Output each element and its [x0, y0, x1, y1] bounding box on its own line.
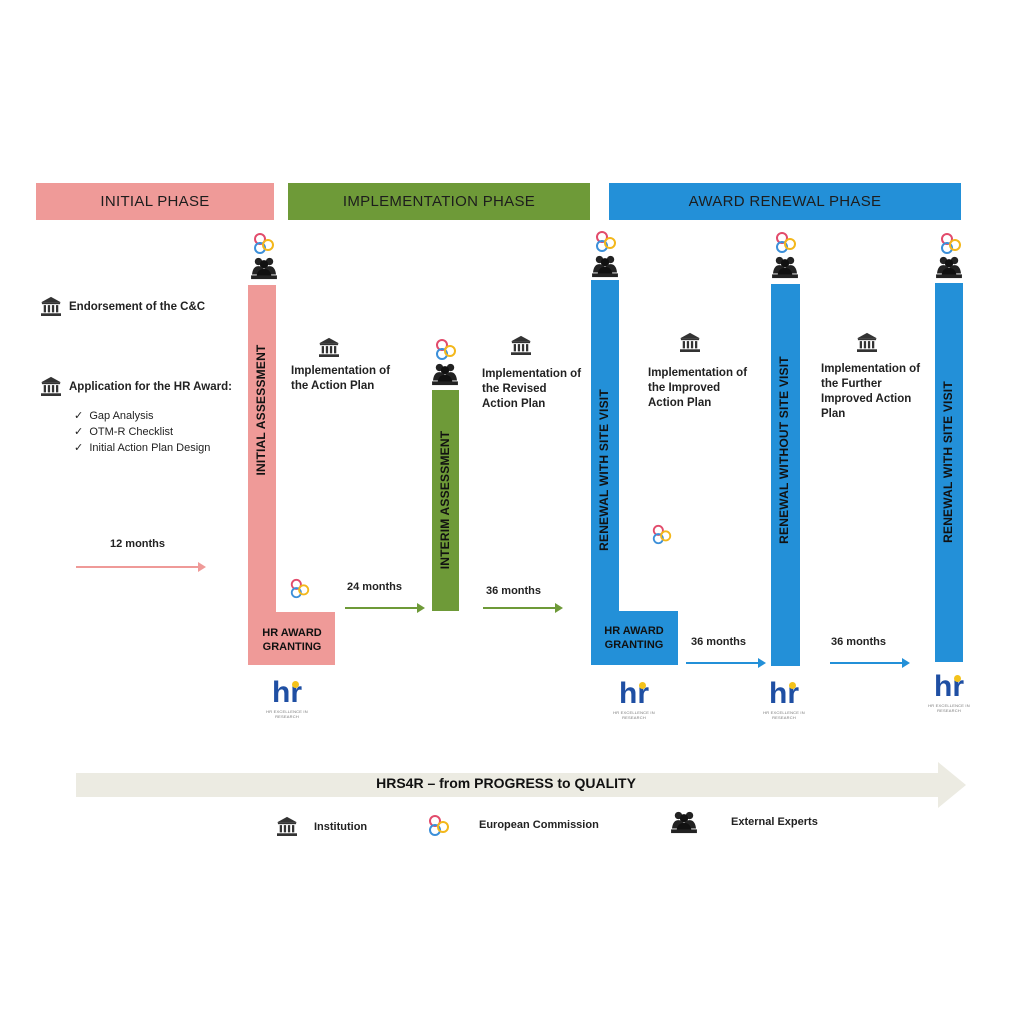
renewal-site-visit-bar	[591, 280, 619, 665]
initial-phase-label: INITIAL PHASE	[100, 193, 210, 210]
endorsement-label: Endorsement of the C&C	[69, 301, 206, 313]
application-label: Application for the HR Award:	[69, 381, 232, 393]
timeline-arrow	[830, 658, 910, 668]
duration-label: 36 months	[486, 585, 542, 597]
duration-label: 36 months	[831, 636, 887, 648]
commission-icon	[939, 232, 963, 256]
logo-dot	[292, 681, 299, 688]
commission-icon	[774, 231, 798, 255]
hr-excellence-logo: hr HR EXCELLENCE IN RESEARCH	[928, 670, 970, 714]
application-checklist: ✓ Gap Analysis ✓ OTM-R Checklist ✓ Initi…	[74, 408, 210, 456]
renewal-site-visit-label-2: RENEWAL WITH SITE VISIT	[941, 381, 955, 543]
renewal-no-site-visit-label: RENEWAL WITHOUT SITE VISIT	[777, 356, 791, 544]
experts-icon	[431, 362, 459, 386]
experts-icon	[771, 255, 799, 279]
initial-phase-header: INITIAL PHASE	[36, 183, 274, 220]
logo-dot	[639, 682, 646, 689]
institution-icon	[40, 376, 62, 396]
checklist-item: ✓ Initial Action Plan Design	[74, 442, 211, 454]
experts-icon	[591, 254, 619, 278]
second-grant-block	[591, 611, 678, 665]
implementation-phase-label: IMPLEMENTATION PHASE	[342, 193, 536, 210]
implementation-further-label: Implementation of the Further Improved A…	[821, 363, 921, 420]
institution-icon	[679, 332, 701, 352]
implementation-phase-header: IMPLEMENTATION PHASE	[288, 183, 590, 220]
duration-label: 24 months	[347, 581, 403, 593]
experts-icon	[935, 255, 963, 279]
commission-icon	[289, 578, 311, 600]
timeline-arrow	[483, 603, 563, 613]
hr-award-granting-label: HR AWARD GRANTING	[262, 627, 322, 653]
checklist-item: ✓ OTM-R Checklist	[74, 426, 174, 438]
logo-dot	[789, 682, 796, 689]
hr-excellence-logo: hr HR EXCELLENCE IN RESEARCH	[763, 677, 805, 721]
renewal-no-site-visit-bar	[771, 284, 800, 666]
legend-experts-label: External Experts	[731, 816, 818, 828]
commission-icon	[651, 524, 673, 546]
checklist-item: ✓ Gap Analysis	[74, 410, 154, 422]
institution-icon	[40, 296, 62, 316]
duration-label: 12 months	[110, 538, 166, 550]
commission-icon	[434, 338, 458, 362]
logo-dot	[954, 675, 961, 682]
legend-institution-label: Institution	[314, 821, 368, 833]
initial-grant-block	[248, 612, 335, 665]
initial-assessment-bar	[248, 285, 276, 665]
renewal-site-visit-bar-2	[935, 283, 963, 662]
commission-icon	[252, 232, 276, 256]
commission-icon	[427, 814, 451, 838]
hr-award-granting-label: HR AWARD GRANTING	[604, 625, 664, 651]
duration-label: 36 months	[691, 636, 747, 648]
institution-icon	[510, 335, 532, 355]
experts-icon	[670, 810, 698, 834]
timeline-arrow	[76, 562, 206, 572]
timeline-arrow	[345, 603, 425, 613]
experts-icon	[250, 256, 278, 280]
renewal-site-visit-label: RENEWAL WITH SITE VISIT	[597, 389, 611, 551]
hr-excellence-logo: hr HR EXCELLENCE IN RESEARCH	[613, 677, 655, 721]
banner-title: HRS4R – from PROGRESS to QUALITY	[376, 775, 636, 791]
interim-assessment-bar	[432, 390, 459, 611]
timeline-arrow	[686, 658, 766, 668]
renewal-phase-header: AWARD RENEWAL PHASE	[609, 183, 961, 220]
institution-icon	[856, 332, 878, 352]
initial-assessment-label: INITIAL ASSESSMENT	[254, 344, 268, 476]
implementation-action-plan-label: Implementation of the Action Plan	[291, 365, 391, 392]
interim-assessment-label: INTERIM ASSESSMENT	[438, 430, 452, 570]
renewal-phase-label: AWARD RENEWAL PHASE	[688, 193, 882, 210]
legend-commission-label: European Commission	[479, 819, 599, 831]
commission-icon	[594, 230, 618, 254]
hr-excellence-logo: hr HR EXCELLENCE IN RESEARCH	[266, 676, 308, 720]
implementation-revised-label: Implementation of the Revised Action Pla…	[482, 368, 582, 410]
institution-icon	[318, 337, 340, 357]
implementation-improved-label: Implementation of the Improved Action Pl…	[648, 367, 748, 409]
institution-icon	[276, 816, 298, 836]
progress-banner	[76, 762, 966, 808]
